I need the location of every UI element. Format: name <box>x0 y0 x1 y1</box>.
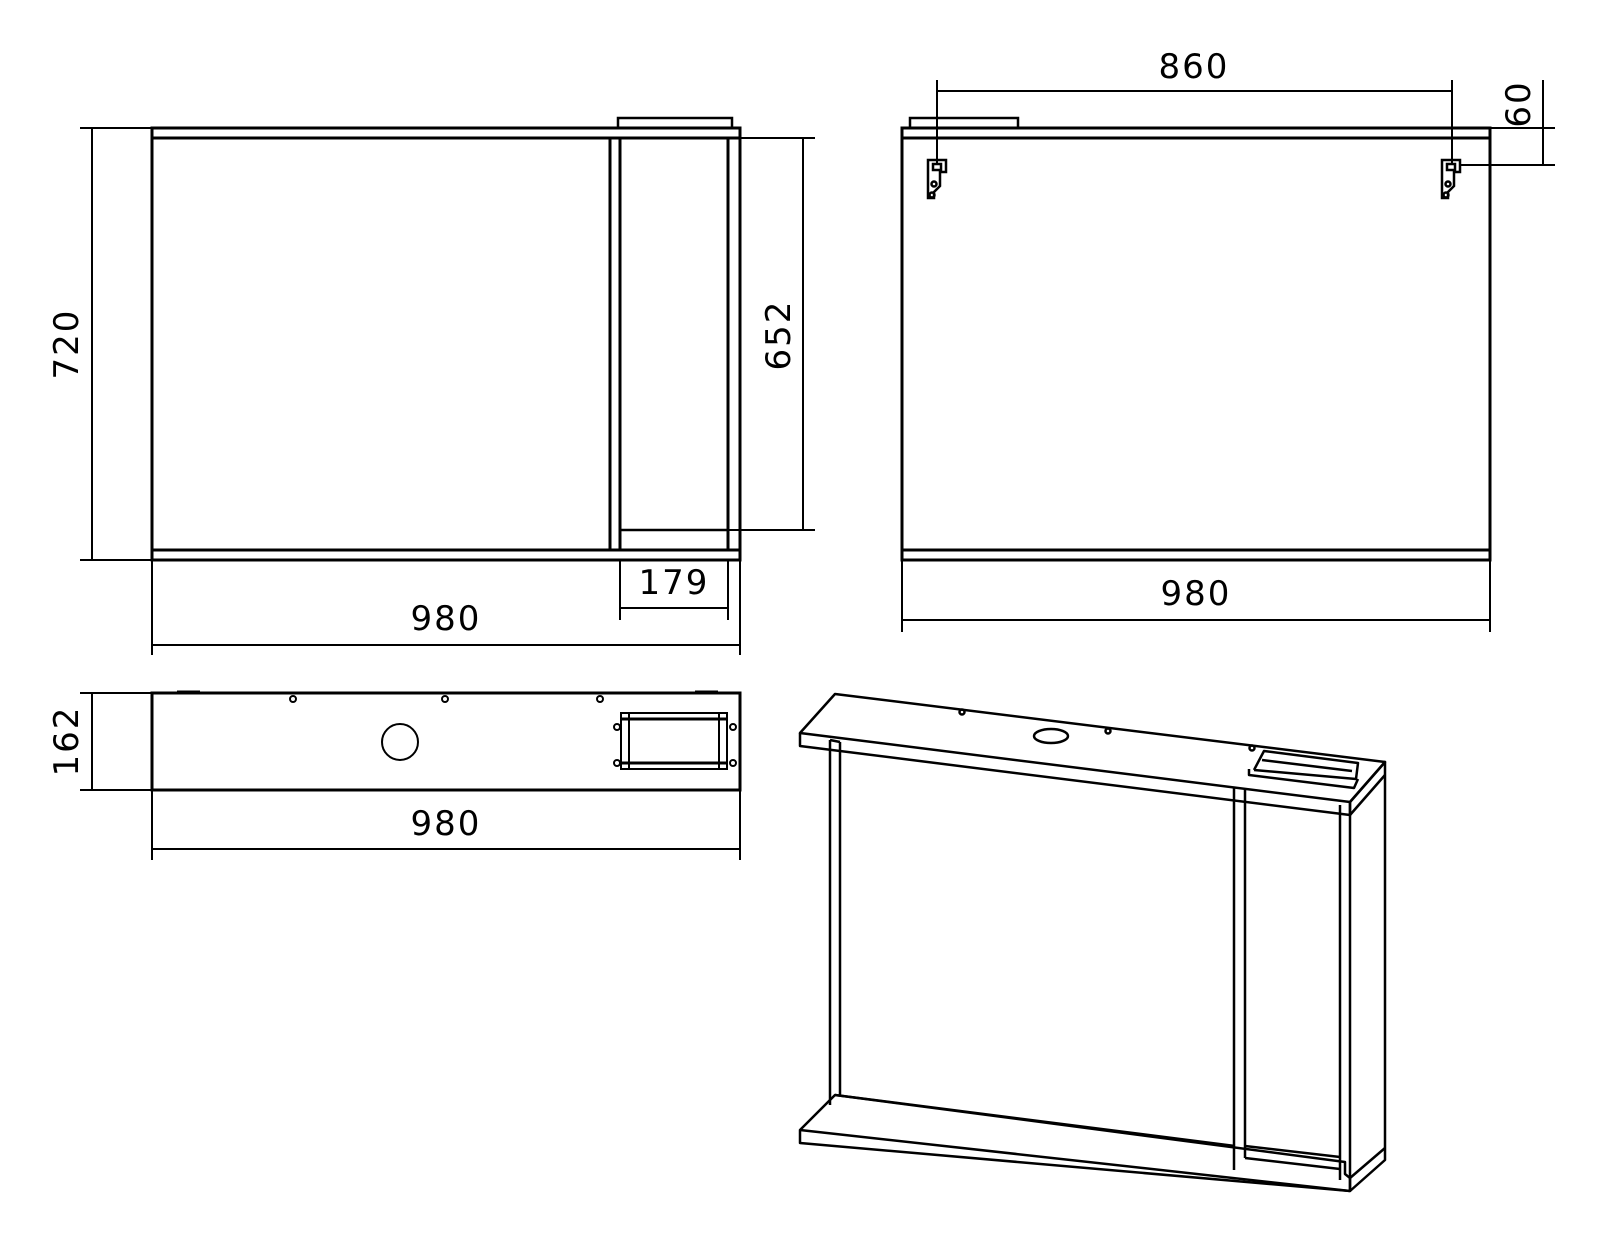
hanger-left-icon <box>926 158 948 200</box>
dimension-hanger-spacing: 860 <box>936 47 1453 165</box>
dim-980-front: 980 <box>411 599 482 639</box>
dimension-width: 980 <box>151 560 741 655</box>
dim-652: 652 <box>759 300 799 371</box>
dim-860: 860 <box>1159 47 1230 87</box>
light-hole-icon <box>381 723 419 761</box>
dim-980-top: 980 <box>411 804 482 844</box>
dim-179: 179 <box>639 563 710 603</box>
dim-980-back: 980 <box>1161 574 1232 614</box>
dimension-hanger-offset: 60 <box>1460 80 1555 166</box>
dim-720: 720 <box>47 309 87 380</box>
dimension-width-back: 980 <box>901 560 1491 632</box>
dimension-shelf-width: 179 <box>619 560 729 620</box>
dimension-inner-height: 652 <box>728 137 815 531</box>
dimension-width-top: 980 <box>151 790 741 860</box>
back-view: 860 60 980 <box>900 47 1555 632</box>
top-view: 162 980 <box>47 690 742 860</box>
front-view: 720 652 179 980 <box>47 116 815 655</box>
hanger-right-icon <box>1440 158 1462 200</box>
dim-162: 162 <box>47 706 87 777</box>
lamp-block-icon <box>613 712 737 770</box>
isometric-view <box>798 692 1387 1193</box>
dimension-height: 720 <box>47 127 152 561</box>
dimension-depth: 162 <box>47 692 152 791</box>
dim-60: 60 <box>1499 80 1539 127</box>
